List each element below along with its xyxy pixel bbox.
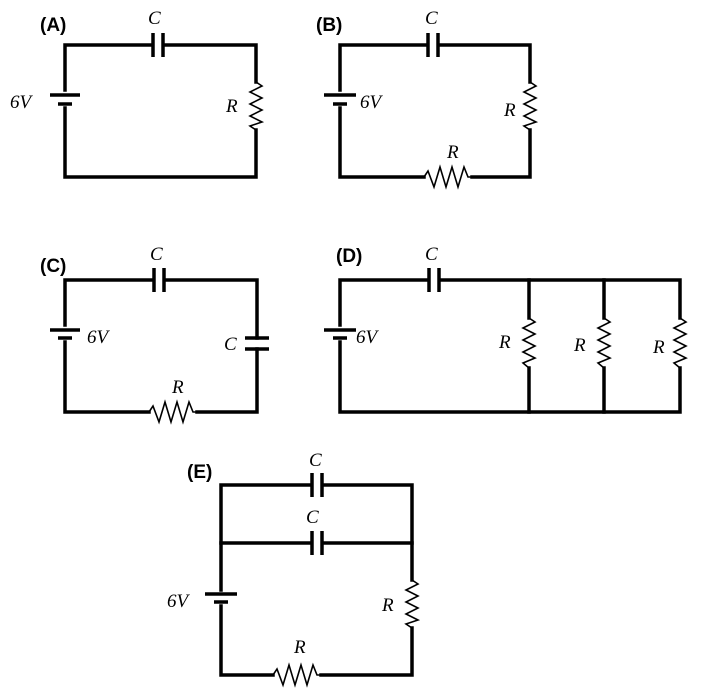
panel-e-resistor-right [404, 579, 421, 629]
panel-b-resistor-bottom [423, 164, 472, 190]
panel-d-resistor-1 [521, 317, 537, 369]
panel-d-battery [324, 328, 356, 340]
panel-d-voltage-label: 6V [356, 327, 380, 348]
panel-e-wires [219, 483, 414, 677]
panel-d-capacitor [427, 268, 441, 292]
panel-d-capacitor-label: C [425, 244, 438, 265]
panel-c: (C) C C 6V R [40, 244, 269, 425]
panel-c-capacitor-top-label: C [150, 244, 163, 265]
panel-b-resistor-bottom-label: R [446, 142, 459, 163]
panel-d-resistor-2 [596, 317, 612, 369]
panel-e-resistor-bottom [272, 662, 321, 688]
panel-a-wires [63, 43, 258, 179]
panel-e-capacitor-2-label: C [306, 507, 319, 528]
panel-c-label: (C) [40, 256, 66, 277]
panel-c-voltage-label: 6V [87, 327, 111, 348]
panel-a-resistor-label: R [225, 96, 238, 117]
panel-e-capacitor-1-label: C [309, 450, 322, 471]
panel-a-resistor [248, 81, 265, 131]
panel-e-resistor-right-label: R [381, 595, 394, 616]
panel-a-capacitor [151, 33, 165, 57]
panel-d-label: (D) [336, 246, 362, 267]
panel-c-capacitor-right-label: C [224, 334, 237, 355]
panel-e: (E) C C 6V R R [167, 450, 421, 688]
panel-b-wires [338, 43, 532, 179]
panel-c-battery [50, 328, 80, 340]
panel-b-voltage-label: 6V [360, 92, 384, 113]
panel-d-resistor-3 [672, 317, 688, 369]
panel-a-label: (A) [40, 15, 66, 36]
panel-d-resistor-2-label: R [573, 335, 586, 356]
panel-a-battery [50, 93, 80, 106]
panel-c-wires [63, 278, 259, 414]
panel-c-capacitor-right [245, 336, 269, 351]
panel-a-voltage-label: 6V [10, 92, 34, 113]
panel-b-capacitor [426, 33, 440, 57]
panel-b-battery [324, 93, 356, 106]
panel-a: (A) C 6V R [10, 8, 265, 179]
panel-e-battery [205, 592, 237, 604]
panel-b-resistor-right [522, 81, 539, 131]
panel-b-capacitor-label: C [425, 8, 438, 29]
panel-e-capacitor-2 [310, 531, 324, 555]
panel-c-resistor [148, 399, 197, 425]
panel-b: (B) C 6V R R [316, 8, 539, 190]
panel-d-resistor-3-label: R [652, 337, 665, 358]
panel-e-resistor-bottom-label: R [293, 637, 306, 658]
panel-c-resistor-label: R [171, 377, 184, 398]
panel-c-capacitor-top [152, 268, 166, 292]
panel-e-capacitor-1 [310, 473, 324, 497]
panel-a-capacitor-label: C [148, 8, 161, 29]
panel-e-voltage-label: 6V [167, 591, 191, 612]
panel-b-label: (B) [316, 15, 342, 36]
panel-e-label: (E) [187, 462, 212, 483]
panel-d: (D) C 6V R R R [324, 244, 688, 414]
panel-d-resistor-1-label: R [498, 332, 511, 353]
panel-b-resistor-right-label: R [503, 100, 516, 121]
panel-d-wires [338, 278, 682, 414]
